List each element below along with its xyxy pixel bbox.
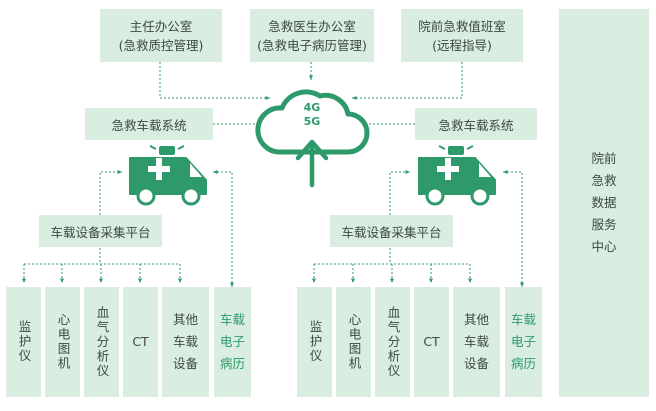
cloud-label-4g: 4G <box>304 101 321 114</box>
left-device-other-label: 其他车载设备 <box>172 312 198 371</box>
right-device-ct-label: CT <box>423 334 440 349</box>
link-right-ambulance-record <box>503 170 524 287</box>
service-center: 院前急救数据服务中心 <box>559 9 649 397</box>
left-device-blood-gas-label: 血气分析仪 <box>94 305 110 379</box>
office-director: 主任办公室 (急救质控管理) <box>100 9 222 62</box>
cloud-upload-icon: 4G 5G <box>255 89 370 188</box>
office-duty-room: 院前急救值班室 (远程指导) <box>401 9 523 62</box>
office-doctor-subtitle: (急救电子病历管理) <box>257 37 367 53</box>
office-director-subtitle: (急救质控管理) <box>118 37 204 53</box>
right-device-other-label: 其他车载设备 <box>463 312 489 371</box>
office-duty-room-title: 院前急救值班室 <box>418 18 506 34</box>
left-device-other: 其他车载设备 <box>162 287 209 397</box>
right-device-ecg-label: 心电图机 <box>346 313 362 371</box>
left-device-ct: CT <box>123 287 158 397</box>
left-vehicle-system: 急救车载系统 <box>85 108 213 140</box>
link-left-ambulance-record <box>213 170 234 287</box>
right-device-other: 其他车载设备 <box>453 287 500 397</box>
office-doctor-title: 急救医生办公室 <box>268 18 356 34</box>
office-doctor: 急救医生办公室 (急救电子病历管理) <box>250 9 374 62</box>
left-device-ecg: 心电图机 <box>45 287 80 397</box>
left-device-ecg-label: 心电图机 <box>55 313 71 371</box>
ambulance-icon <box>129 145 207 206</box>
left-collection-platform: 车载设备采集平台 <box>39 215 162 247</box>
office-director-title: 主任办公室 <box>129 18 193 34</box>
right-collection-platform: 车载设备采集平台 <box>330 215 453 247</box>
link-right-platform-ambulance <box>389 170 410 215</box>
right-electronic-record: 车载电子病历 <box>505 287 542 397</box>
ambulance-icon <box>418 145 496 206</box>
link-left-platform-ambulance <box>99 170 122 215</box>
left-device-ct-label: CT <box>132 334 149 349</box>
left-electronic-record-label: 车载电子病历 <box>219 312 245 371</box>
right-device-monitor-label: 监护仪 <box>307 320 323 364</box>
right-device-blood-gas-label: 血气分析仪 <box>385 305 401 379</box>
right-device-monitor: 监护仪 <box>297 287 332 397</box>
right-device-blood-gas: 血气分析仪 <box>375 287 410 397</box>
link-office1-cloud <box>159 62 270 100</box>
right-device-ecg: 心电图机 <box>336 287 371 397</box>
right-electronic-record-label: 车载电子病历 <box>510 312 536 371</box>
left-device-monitor-label: 监护仪 <box>16 320 32 364</box>
cloud-label-5g: 5G <box>304 115 321 128</box>
office-duty-room-subtitle: (远程指导) <box>432 37 492 53</box>
left-electronic-record: 车载电子病历 <box>214 287 251 397</box>
right-device-ct: CT <box>414 287 449 397</box>
left-device-blood-gas: 血气分析仪 <box>84 287 119 397</box>
link-office3-cloud <box>352 62 463 100</box>
left-device-monitor: 监护仪 <box>6 287 41 397</box>
right-vehicle-system: 急救车载系统 <box>415 108 537 140</box>
service-center-label: 院前急救数据服务中心 <box>591 151 617 254</box>
